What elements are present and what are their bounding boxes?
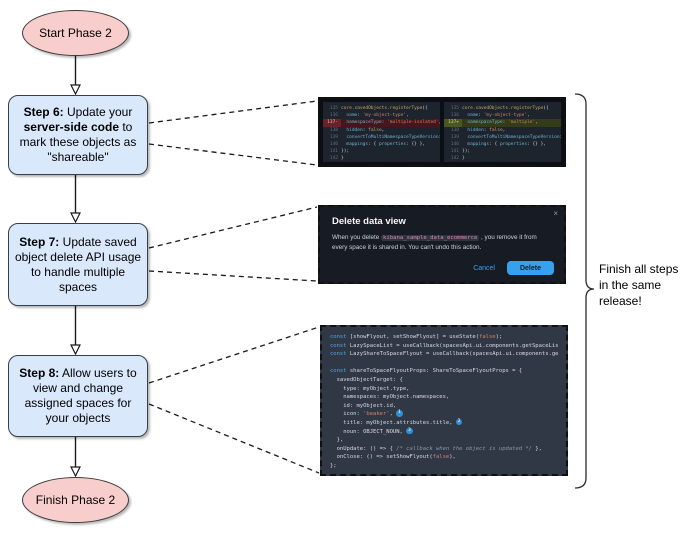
flyout-code-screenshot: const [showFlyout, setShowFlyout] = useS… bbox=[320, 325, 568, 476]
delete-button[interactable]: Delete bbox=[506, 261, 554, 275]
callout-connectors bbox=[148, 100, 320, 474]
modal-title: Delete data view bbox=[332, 216, 406, 227]
arrowhead-icon bbox=[70, 84, 81, 96]
callout-connector bbox=[148, 206, 318, 249]
finish-node-label: Finish Phase 2 bbox=[35, 492, 116, 507]
delete-modal: × Delete data view When you delete kiban… bbox=[320, 207, 564, 282]
step-7-label: Step 7: Update saved object delete API u… bbox=[14, 234, 142, 294]
modal-body: When you delete kibana_sample_data_ecomm… bbox=[320, 230, 564, 253]
close-icon[interactable]: × bbox=[553, 209, 558, 218]
flyout-code: const [showFlyout, setShowFlyout] = useS… bbox=[330, 334, 559, 469]
arrowhead-icon bbox=[70, 344, 81, 356]
step-7-box: Step 7: Update saved object delete API u… bbox=[8, 223, 148, 306]
callout-connector bbox=[148, 326, 320, 384]
numbered-badge-icon: 2 bbox=[455, 418, 463, 426]
modal-body-text: When you delete bbox=[332, 234, 382, 241]
step-8-label: Step 8: Allow users to view and change a… bbox=[19, 366, 137, 425]
modal-footer: Cancel Delete bbox=[473, 261, 554, 275]
step-6-label: Step 6: Update your server-side code to … bbox=[19, 105, 137, 164]
callout-connector bbox=[148, 143, 318, 166]
finish-node: Finish Phase 2 bbox=[22, 477, 129, 523]
numbered-badge-icon: 1 bbox=[396, 410, 403, 417]
data-view-name-code: kibana_sample_data_ecommerce bbox=[381, 235, 480, 241]
callout-connector bbox=[148, 100, 318, 124]
step-6-box: Step 6: Update your server-side code to … bbox=[8, 95, 148, 175]
start-node: Start Phase 2 bbox=[22, 10, 129, 56]
curly-brace bbox=[574, 93, 595, 489]
callout-connector bbox=[148, 270, 318, 282]
cancel-button[interactable]: Cancel bbox=[473, 264, 495, 272]
arrowhead-icon bbox=[70, 212, 81, 224]
numbered-badge-icon: 3 bbox=[406, 427, 413, 435]
modal-body-text: , you remove it from every space it is s… bbox=[332, 234, 537, 251]
arrowhead-icon bbox=[70, 466, 81, 478]
callout-connector bbox=[148, 403, 320, 474]
delete-modal-screenshot: × Delete data view When you delete kiban… bbox=[318, 205, 566, 284]
step-8-box: Step 8: Allow users to view and change a… bbox=[8, 355, 148, 437]
brace-label: Finish all steps in the same release! bbox=[599, 262, 679, 308]
start-node-label: Start Phase 2 bbox=[39, 25, 112, 40]
